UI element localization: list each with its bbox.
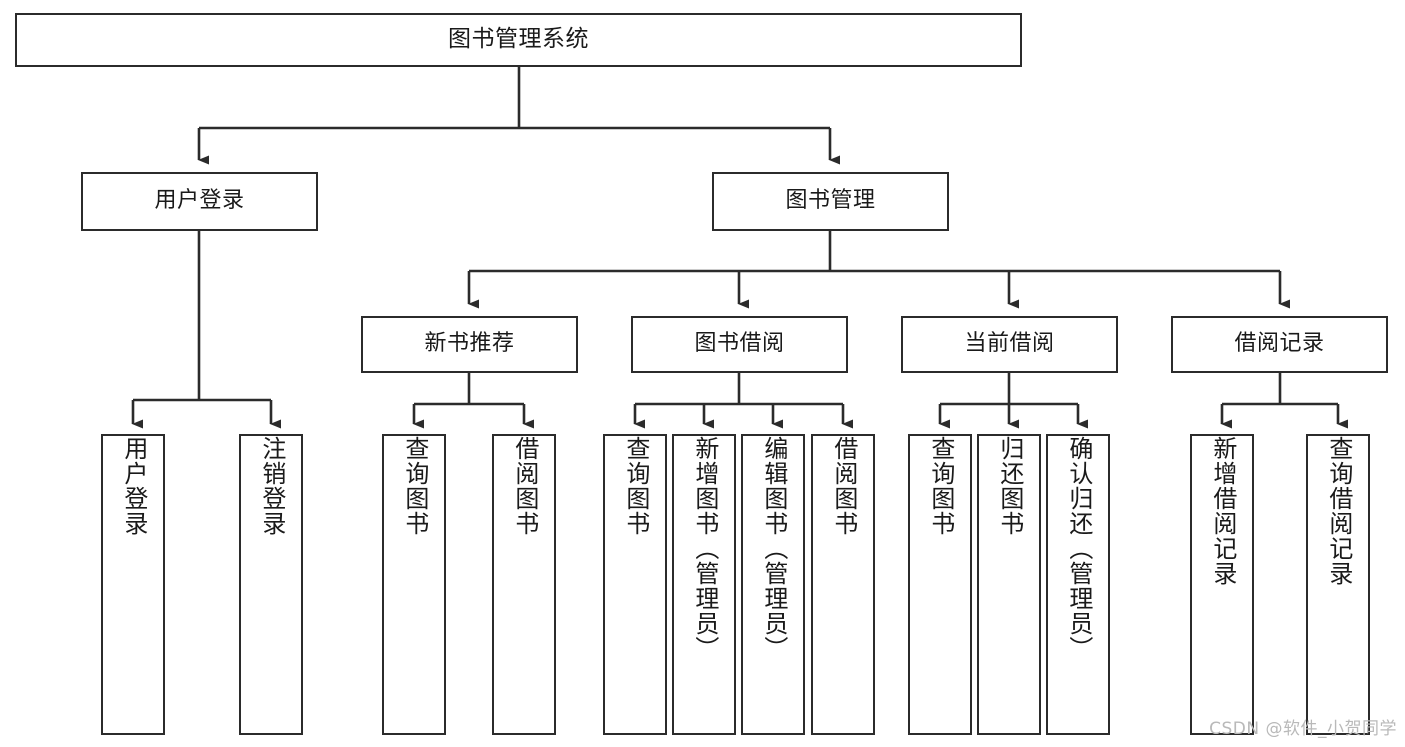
node-current-borrow-label: 当前借阅: [964, 331, 1055, 357]
node-leaf-add-book-label: 新增图书（管理员）: [690, 436, 719, 661]
node-leaf-borrow-book-2[interactable]: 借阅图书: [811, 434, 875, 735]
node-leaf-add-record[interactable]: 新增借阅记录: [1190, 434, 1254, 735]
node-leaf-query-book-3-label: 查询图书: [926, 436, 955, 536]
node-leaf-user-login[interactable]: 用户登录: [101, 434, 165, 735]
node-borrow-record-label: 借阅记录: [1234, 331, 1325, 357]
node-root[interactable]: 图书管理系统: [15, 13, 1022, 67]
node-leaf-edit-book-label: 编辑图书（管理员）: [759, 436, 788, 661]
node-book-manage[interactable]: 图书管理: [712, 172, 949, 231]
node-leaf-return-book[interactable]: 归还图书: [977, 434, 1041, 735]
node-root-label: 图书管理系统: [448, 26, 589, 53]
node-leaf-query-book-2-label: 查询图书: [621, 436, 650, 536]
csdn-watermark: CSDN @软件_小贺同学: [1209, 719, 1397, 739]
node-user-login-label: 用户登录: [154, 188, 245, 214]
node-user-login[interactable]: 用户登录: [81, 172, 318, 231]
node-leaf-edit-book[interactable]: 编辑图书（管理员）: [741, 434, 805, 735]
node-leaf-query-record[interactable]: 查询借阅记录: [1306, 434, 1370, 735]
node-leaf-return-book-label: 归还图书: [995, 436, 1024, 536]
node-leaf-borrow-book-1[interactable]: 借阅图书: [492, 434, 556, 735]
node-leaf-query-book-3[interactable]: 查询图书: [908, 434, 972, 735]
node-leaf-logout[interactable]: 注销登录: [239, 434, 303, 735]
node-leaf-confirm-return-label: 确认归还（管理员）: [1064, 436, 1093, 661]
node-new-book-recommend[interactable]: 新书推荐: [361, 316, 578, 373]
node-leaf-borrow-book-2-label: 借阅图书: [829, 436, 858, 536]
node-leaf-add-record-label: 新增借阅记录: [1208, 436, 1237, 586]
node-new-book-recommend-label: 新书推荐: [424, 331, 515, 357]
node-leaf-confirm-return[interactable]: 确认归还（管理员）: [1046, 434, 1110, 735]
node-leaf-query-book-1[interactable]: 查询图书: [382, 434, 446, 735]
node-book-borrow-label: 图书借阅: [694, 331, 785, 357]
node-leaf-query-book-2[interactable]: 查询图书: [603, 434, 667, 735]
node-current-borrow[interactable]: 当前借阅: [901, 316, 1118, 373]
node-leaf-query-book-1-label: 查询图书: [400, 436, 429, 536]
node-leaf-query-record-label: 查询借阅记录: [1324, 436, 1353, 586]
node-leaf-borrow-book-1-label: 借阅图书: [510, 436, 539, 536]
node-leaf-user-login-label: 用户登录: [119, 436, 148, 536]
node-borrow-record[interactable]: 借阅记录: [1171, 316, 1388, 373]
node-leaf-logout-label: 注销登录: [257, 436, 286, 536]
node-leaf-add-book[interactable]: 新增图书（管理员）: [672, 434, 736, 735]
node-book-borrow[interactable]: 图书借阅: [631, 316, 848, 373]
node-book-manage-label: 图书管理: [785, 188, 876, 214]
